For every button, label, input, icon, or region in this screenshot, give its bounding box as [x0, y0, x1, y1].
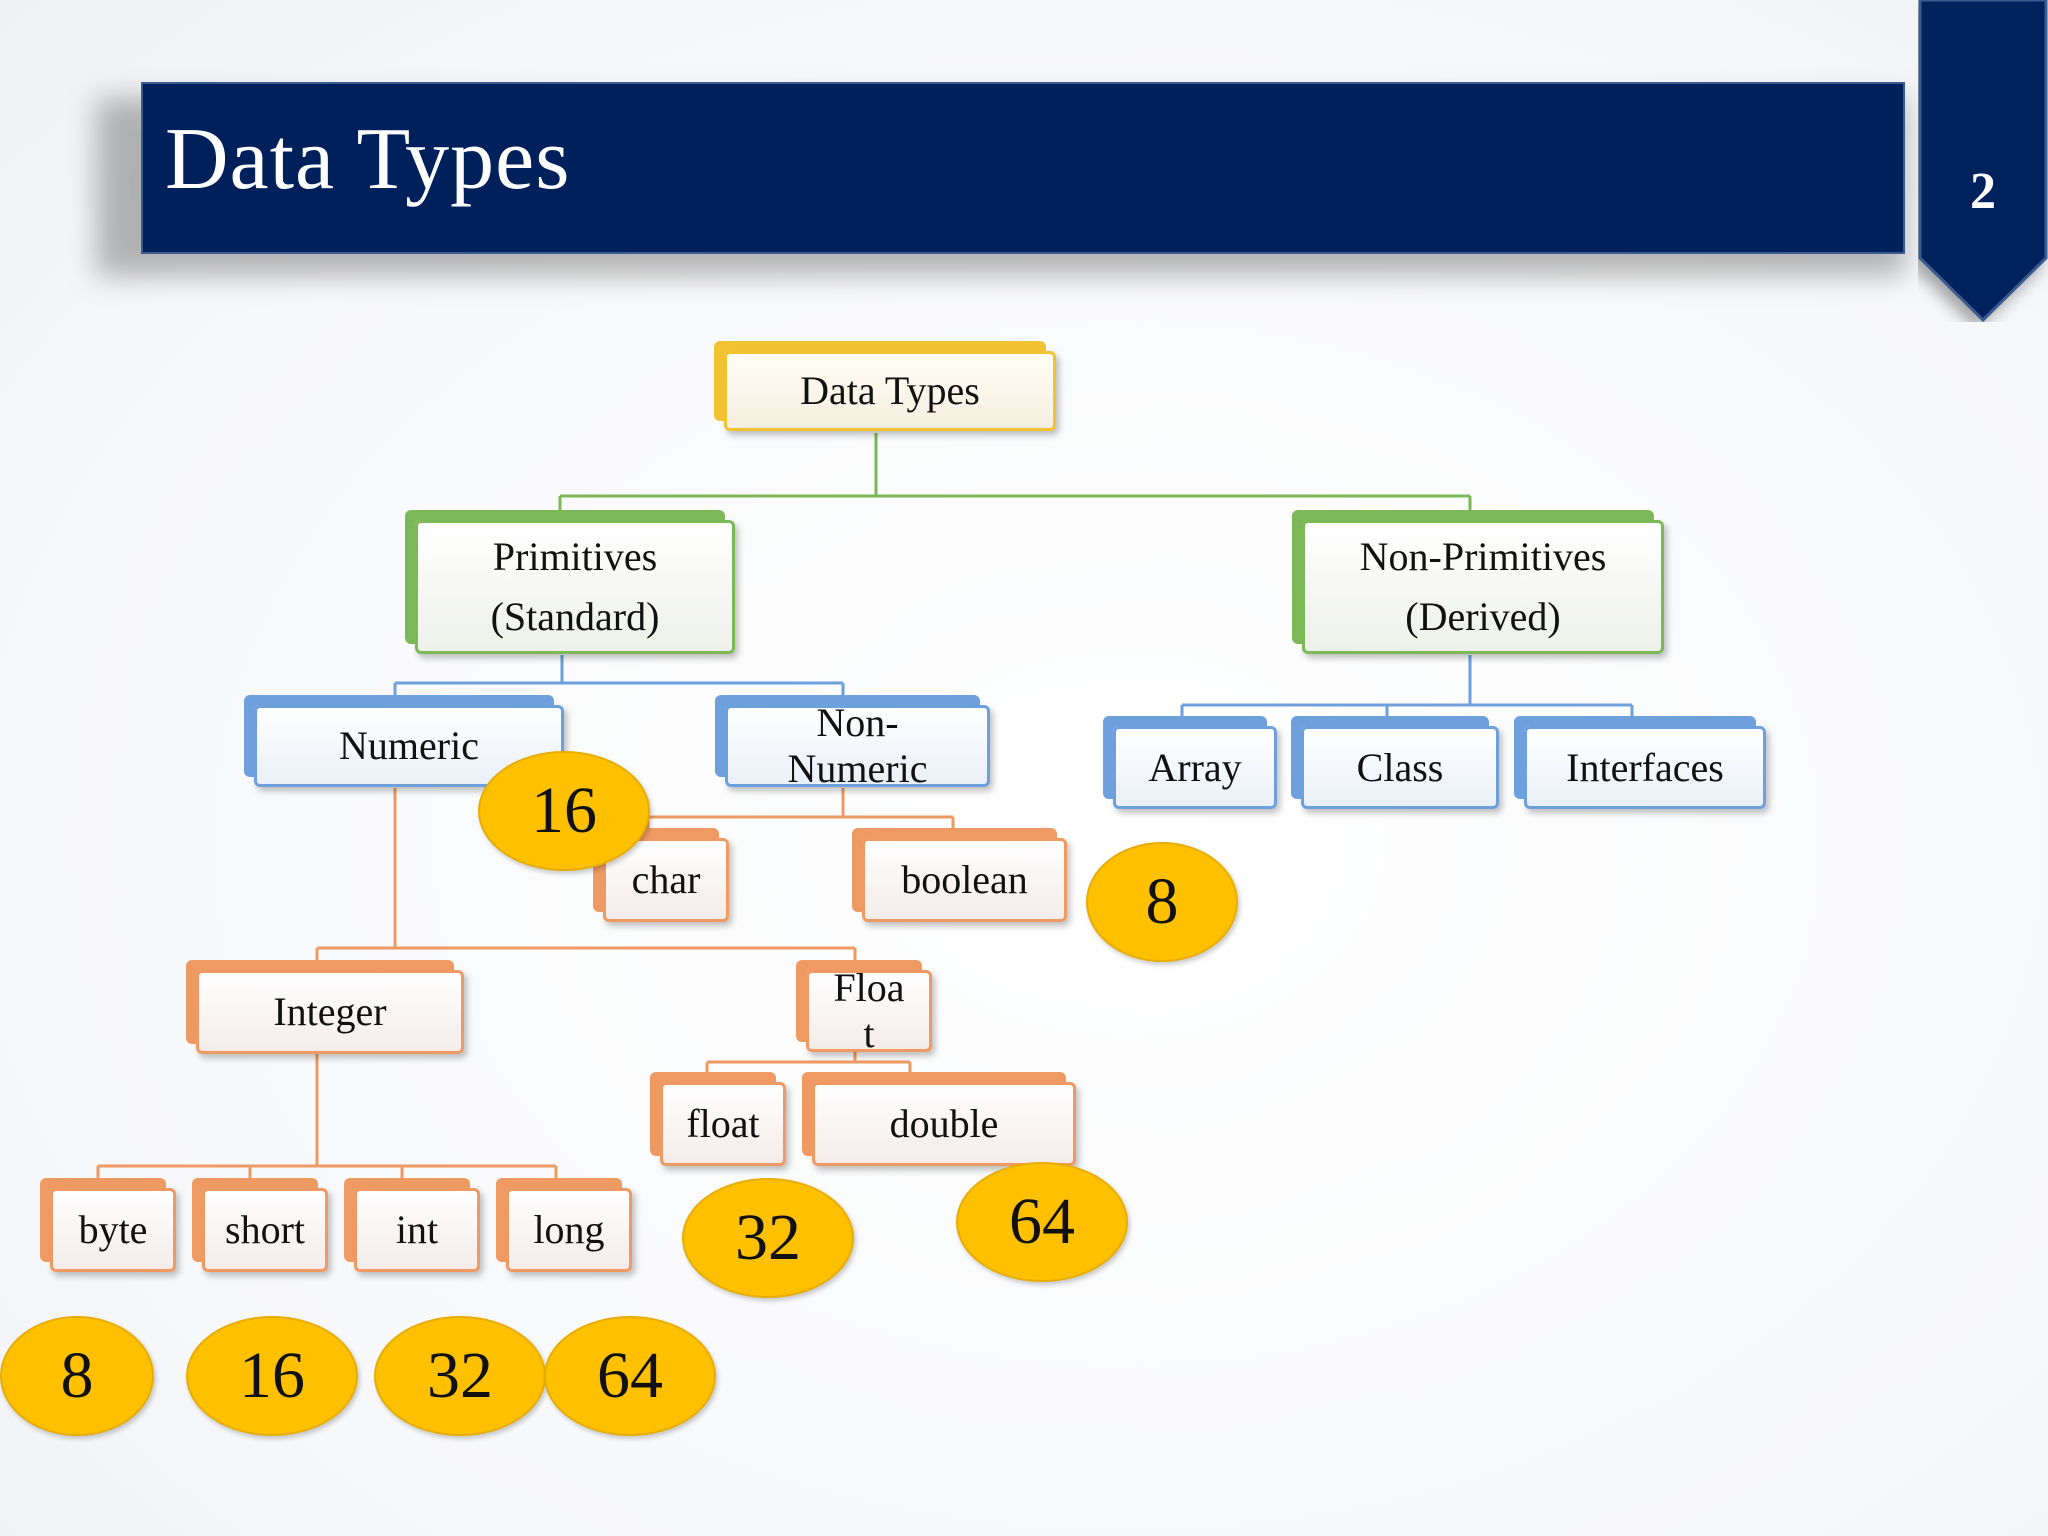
badge-double-size: 64	[956, 1162, 1128, 1282]
node-float-group-line1: Floa	[833, 965, 905, 1010]
node-long-label: long	[533, 1207, 605, 1252]
badge-long-size: 64	[544, 1316, 716, 1436]
node-numeric-label: Numeric	[339, 723, 479, 768]
node-data-types-label: Data Types	[800, 368, 980, 413]
node-byte-label: byte	[78, 1207, 148, 1252]
badge-float-size: 32	[682, 1178, 854, 1298]
node-char-label: char	[631, 857, 701, 902]
badge-byte-size: 8	[0, 1316, 154, 1436]
slide-title: Data Types	[165, 111, 571, 208]
node-float-group-line2: t	[863, 1011, 875, 1056]
node-non-primitives: Non-Primitives (Derived)	[1302, 520, 1664, 654]
node-boolean: boolean	[862, 838, 1067, 922]
page-number: 2	[1970, 163, 1996, 220]
node-numeric: Numeric	[254, 705, 564, 787]
node-data-types: Data Types	[724, 351, 1056, 431]
node-byte: byte	[50, 1188, 176, 1272]
node-boolean-label: boolean	[901, 857, 1028, 902]
node-primitives-line2: (Standard)	[490, 594, 660, 639]
title-banner: Data Types	[141, 82, 1905, 254]
node-non-numeric: Non- Numeric	[725, 700, 990, 791]
badge-short-size: 16	[186, 1316, 358, 1436]
node-long: long	[506, 1188, 632, 1272]
page-number-tab	[1918, 0, 2048, 322]
node-float: float	[660, 1082, 786, 1166]
node-int-label: int	[395, 1207, 439, 1252]
node-short: short	[202, 1188, 328, 1272]
node-non-primitives-line1: Non-Primitives	[1359, 534, 1607, 579]
node-int: int	[354, 1188, 480, 1272]
node-integer: Integer	[196, 970, 464, 1054]
node-interfaces-label: Interfaces	[1566, 744, 1724, 790]
node-double-label: double	[889, 1101, 999, 1146]
node-array-label: Array	[1148, 744, 1242, 790]
node-non-numeric-line2: Numeric	[787, 746, 928, 791]
badge-char-size: 16	[478, 751, 650, 871]
node-float-label: float	[686, 1101, 760, 1146]
badge-boolean-size: 8	[1086, 842, 1238, 962]
node-class: Class	[1301, 726, 1499, 809]
node-primitives: Primitives (Standard)	[415, 520, 735, 654]
node-class-label: Class	[1356, 744, 1444, 790]
node-float-group: Floa t	[806, 965, 932, 1056]
node-non-primitives-line2: (Derived)	[1405, 594, 1561, 639]
node-interfaces: Interfaces	[1524, 726, 1766, 809]
node-integer-label: Integer	[273, 989, 387, 1034]
node-short-label: short	[225, 1207, 305, 1252]
node-array: Array	[1113, 726, 1277, 809]
badge-int-size: 32	[374, 1316, 546, 1436]
node-non-numeric-line1: Non-	[816, 700, 899, 745]
node-primitives-line1: Primitives	[492, 534, 658, 579]
node-double: double	[812, 1082, 1076, 1166]
